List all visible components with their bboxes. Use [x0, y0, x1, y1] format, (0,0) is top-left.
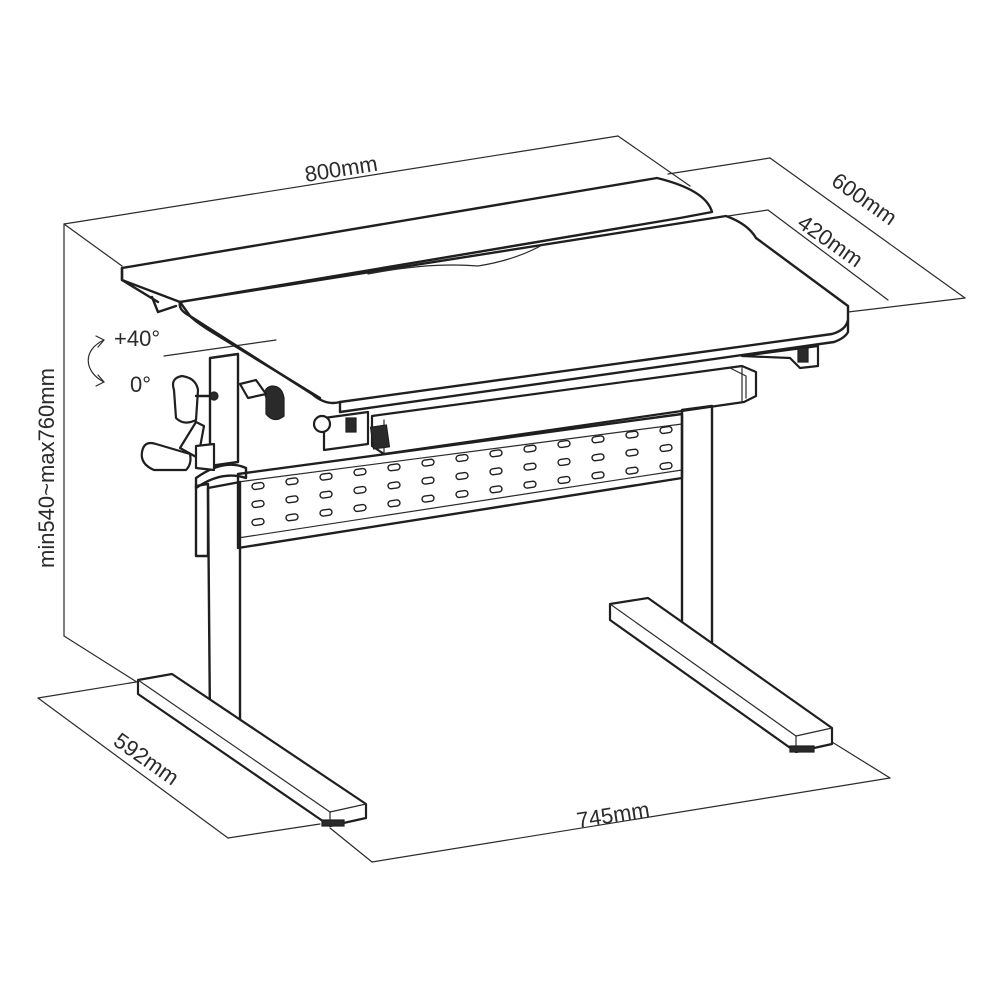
- left-leg-lower-column: [206, 480, 242, 729]
- tilt-knob: [238, 378, 285, 421]
- panel-slot: [319, 508, 333, 517]
- panel-slot: [421, 494, 435, 503]
- panel-slot: [353, 467, 367, 477]
- panel-slot: [659, 461, 673, 471]
- top-width-extension-right: [617, 135, 691, 187]
- panel-slot: [625, 466, 639, 475]
- panel-slot: [557, 457, 571, 467]
- panel-slot: [421, 476, 435, 485]
- panel-slot: [455, 453, 469, 463]
- panel-slot: [285, 477, 299, 486]
- panel-slot: [251, 481, 265, 491]
- base-width-extension-left: [329, 827, 373, 863]
- panel-slot: [659, 443, 673, 453]
- right-leg: [608, 404, 834, 754]
- panel-slot: [455, 471, 469, 481]
- top-depth-extension-bottom: [847, 297, 966, 313]
- crank-handle-upper: [171, 374, 219, 424]
- height-label: min540~max760mm: [34, 368, 59, 568]
- panel-slot: [557, 439, 571, 449]
- base-width-extension-right: [831, 741, 891, 779]
- main-depth-dimension-line: [767, 209, 889, 301]
- panel-slot: [353, 503, 367, 513]
- panel-slot: [251, 499, 265, 509]
- base-depth-extension-top: [37, 681, 137, 699]
- right-leg-column: [680, 404, 714, 649]
- top-depth-label: 600mm: [827, 168, 901, 231]
- top-depth-extension-top: [667, 157, 771, 175]
- base-width-label: 745mm: [575, 797, 651, 833]
- main-tabletop: [178, 214, 850, 405]
- panel-slot: [387, 463, 401, 472]
- panel-slot: [421, 458, 435, 467]
- main-depth-extension-top: [727, 209, 769, 217]
- base-width-dimension-line: [371, 777, 891, 863]
- base-depth-extension-bottom: [227, 823, 321, 839]
- crank-handle-lower: [140, 420, 216, 472]
- left-leg-motor-housing: [194, 482, 210, 558]
- tilt-reference-line: [163, 339, 277, 357]
- panel-slot: [659, 425, 673, 435]
- panel-slot: [591, 453, 605, 462]
- right-foot: [608, 596, 834, 754]
- panel-slots: [251, 425, 673, 527]
- panel-slot: [319, 472, 333, 481]
- dimension-lines: [37, 135, 966, 863]
- desk-top: [120, 176, 850, 414]
- panel-slot: [625, 448, 639, 457]
- panel-slot: [387, 481, 401, 490]
- rear-shelf-panel: [120, 176, 714, 304]
- panel-slot: [625, 430, 639, 439]
- top-depth-dimension-line: [769, 157, 966, 299]
- left-leg-upper-column: [208, 352, 240, 468]
- tabletop-notch: [367, 243, 545, 275]
- panel-slot: [353, 485, 367, 495]
- panel-slot: [557, 475, 571, 485]
- main-depth-label: 420mm: [793, 210, 867, 273]
- panel-slot: [523, 480, 537, 489]
- panel-slot: [455, 489, 469, 499]
- panel-slot: [591, 471, 605, 480]
- left-foot: [136, 672, 368, 828]
- top-width-extension-left: [63, 223, 123, 267]
- panel-slot: [251, 517, 265, 527]
- panel-slot: [285, 495, 299, 504]
- drawer: [312, 344, 820, 456]
- panel-slot: [591, 435, 605, 444]
- panel-slot: [285, 513, 299, 522]
- tilt-arrow-icon: [87, 335, 105, 387]
- panel-slot: [489, 449, 503, 458]
- tilt-max-label: +40°: [114, 326, 160, 351]
- panel-slot: [489, 467, 503, 476]
- left-leg: [136, 352, 368, 828]
- drawer-handle: [369, 424, 391, 450]
- base-depth-dimension-line: [37, 697, 229, 839]
- height-extension-bottom: [63, 635, 141, 685]
- tilt-min-label: 0°: [130, 372, 151, 397]
- panel-slot: [489, 485, 503, 494]
- top-width-dimension-line: [63, 135, 619, 225]
- top-width-label: 800mm: [303, 151, 379, 187]
- panel-slot: [387, 499, 401, 508]
- panel-slot: [523, 444, 537, 453]
- panel-slot: [523, 462, 537, 471]
- panel-slot: [319, 490, 333, 499]
